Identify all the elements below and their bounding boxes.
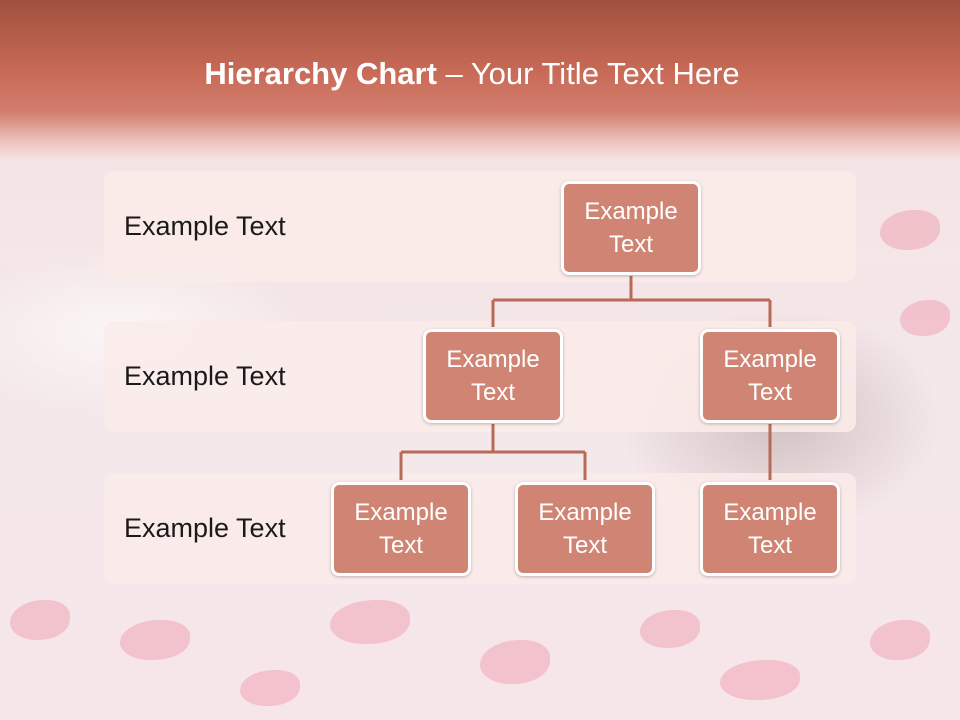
level-label-3: Example Text <box>124 513 286 543</box>
rose-petal <box>480 640 550 684</box>
rose-petal <box>120 620 190 660</box>
level-label-1: Example Text <box>124 211 286 241</box>
rose-petal <box>870 620 930 660</box>
node-level3-right: Example Text <box>700 482 840 576</box>
connector-root-to-level2 <box>491 276 772 327</box>
title-bar <box>0 0 960 160</box>
connector-left-to-level3 <box>399 424 587 480</box>
node-level3-left: Example Text <box>331 482 471 576</box>
rose-petal <box>720 660 800 700</box>
rose-petal <box>10 600 70 640</box>
title-bold: Hierarchy Chart <box>204 56 437 91</box>
rose-petal <box>640 610 700 648</box>
rose-petal <box>880 210 940 250</box>
rose-petal <box>330 600 410 644</box>
level-band-1: Example Text <box>104 171 856 282</box>
node-level2-left: Example Text <box>423 329 563 423</box>
title-rest: Your Title Text Here <box>470 56 740 91</box>
node-root: Example Text <box>561 181 701 275</box>
node-level2-right: Example Text <box>700 329 840 423</box>
node-level3-middle: Example Text <box>515 482 655 576</box>
rose-petal <box>900 300 950 336</box>
level-label-2: Example Text <box>124 361 286 391</box>
slide-title: Hierarchy Chart – Your Title Text Here <box>0 56 944 92</box>
rose-petal <box>240 670 300 706</box>
title-separator: – <box>436 56 471 91</box>
